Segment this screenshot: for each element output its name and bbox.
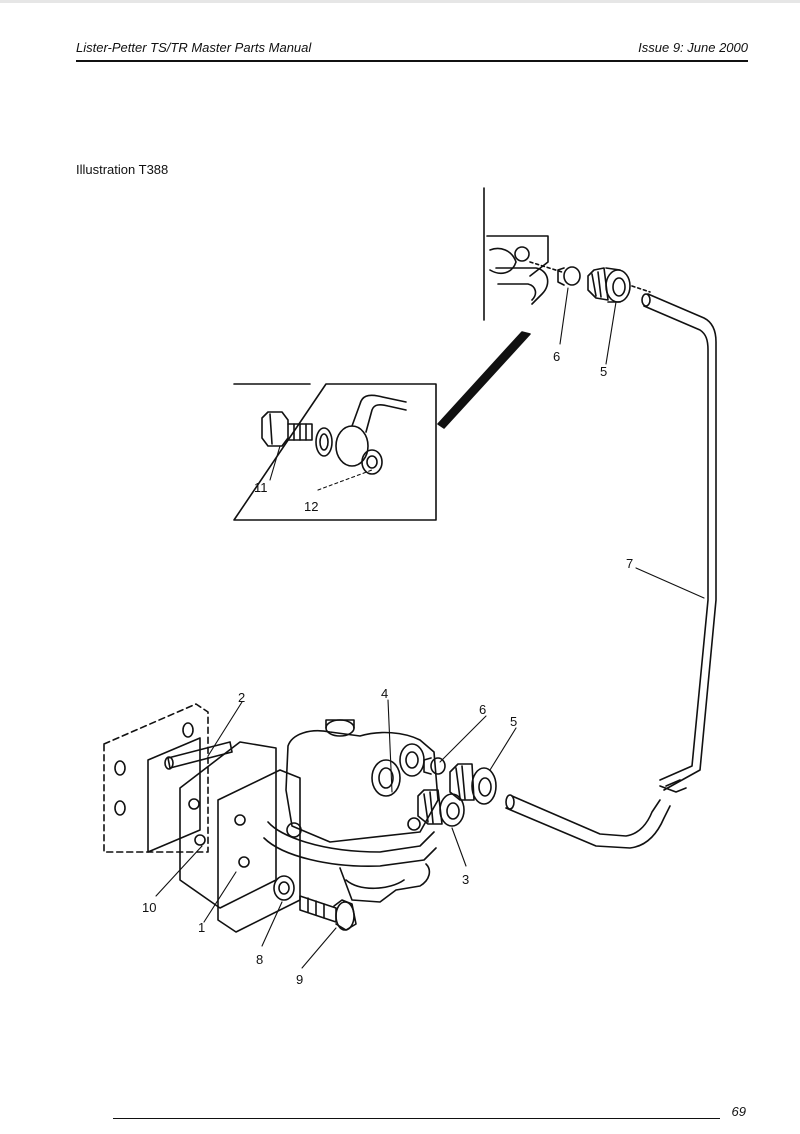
callout-12: 12 (304, 499, 318, 514)
page-number: 69 (731, 1104, 746, 1119)
bolt-part-7 (299, 895, 357, 931)
callout-10: 10 (142, 900, 156, 915)
callout-6-top: 6 (553, 349, 560, 364)
fuel-pump-body (263, 719, 439, 903)
page-top-edge (0, 0, 800, 3)
callout-9: 7 (626, 556, 633, 571)
fuel-pipe-9 (505, 293, 717, 849)
engine-bracket-detail (483, 187, 563, 321)
gasket-part-10 (103, 703, 209, 853)
callout-4: 4 (381, 686, 388, 701)
studs-part-2 (164, 741, 233, 770)
leader-lines (155, 287, 705, 969)
callout-5: 5 (510, 714, 517, 729)
illustration-caption: Illustration T388 (76, 162, 169, 177)
callout-11: 11 (254, 480, 268, 495)
callout-6: 6 (479, 702, 486, 717)
callout-8: 8 (256, 952, 263, 967)
footer-rule (113, 1118, 720, 1119)
union-fitting-5-bottom (449, 763, 497, 805)
inset-detail-box (233, 331, 531, 521)
washer-part-8 (273, 875, 295, 901)
sleeve-part-6-bottom (423, 757, 446, 775)
callout-5-top: 5 (600, 364, 607, 379)
callout-1: 1 (198, 920, 205, 935)
adaptor-part-3 (417, 789, 465, 827)
callout-2: 2 (238, 690, 245, 705)
sleeve-part-6-top (557, 266, 581, 286)
callout-3: 3 (462, 872, 469, 887)
header-rule (76, 60, 748, 62)
callout-7: 9 (296, 972, 303, 987)
spacer-part-1 (179, 741, 301, 933)
issue-date: Issue 9: June 2000 (638, 40, 748, 55)
manual-title: Lister-Petter TS/TR Master Parts Manual (76, 40, 312, 55)
union-fitting-5-top (587, 267, 651, 303)
